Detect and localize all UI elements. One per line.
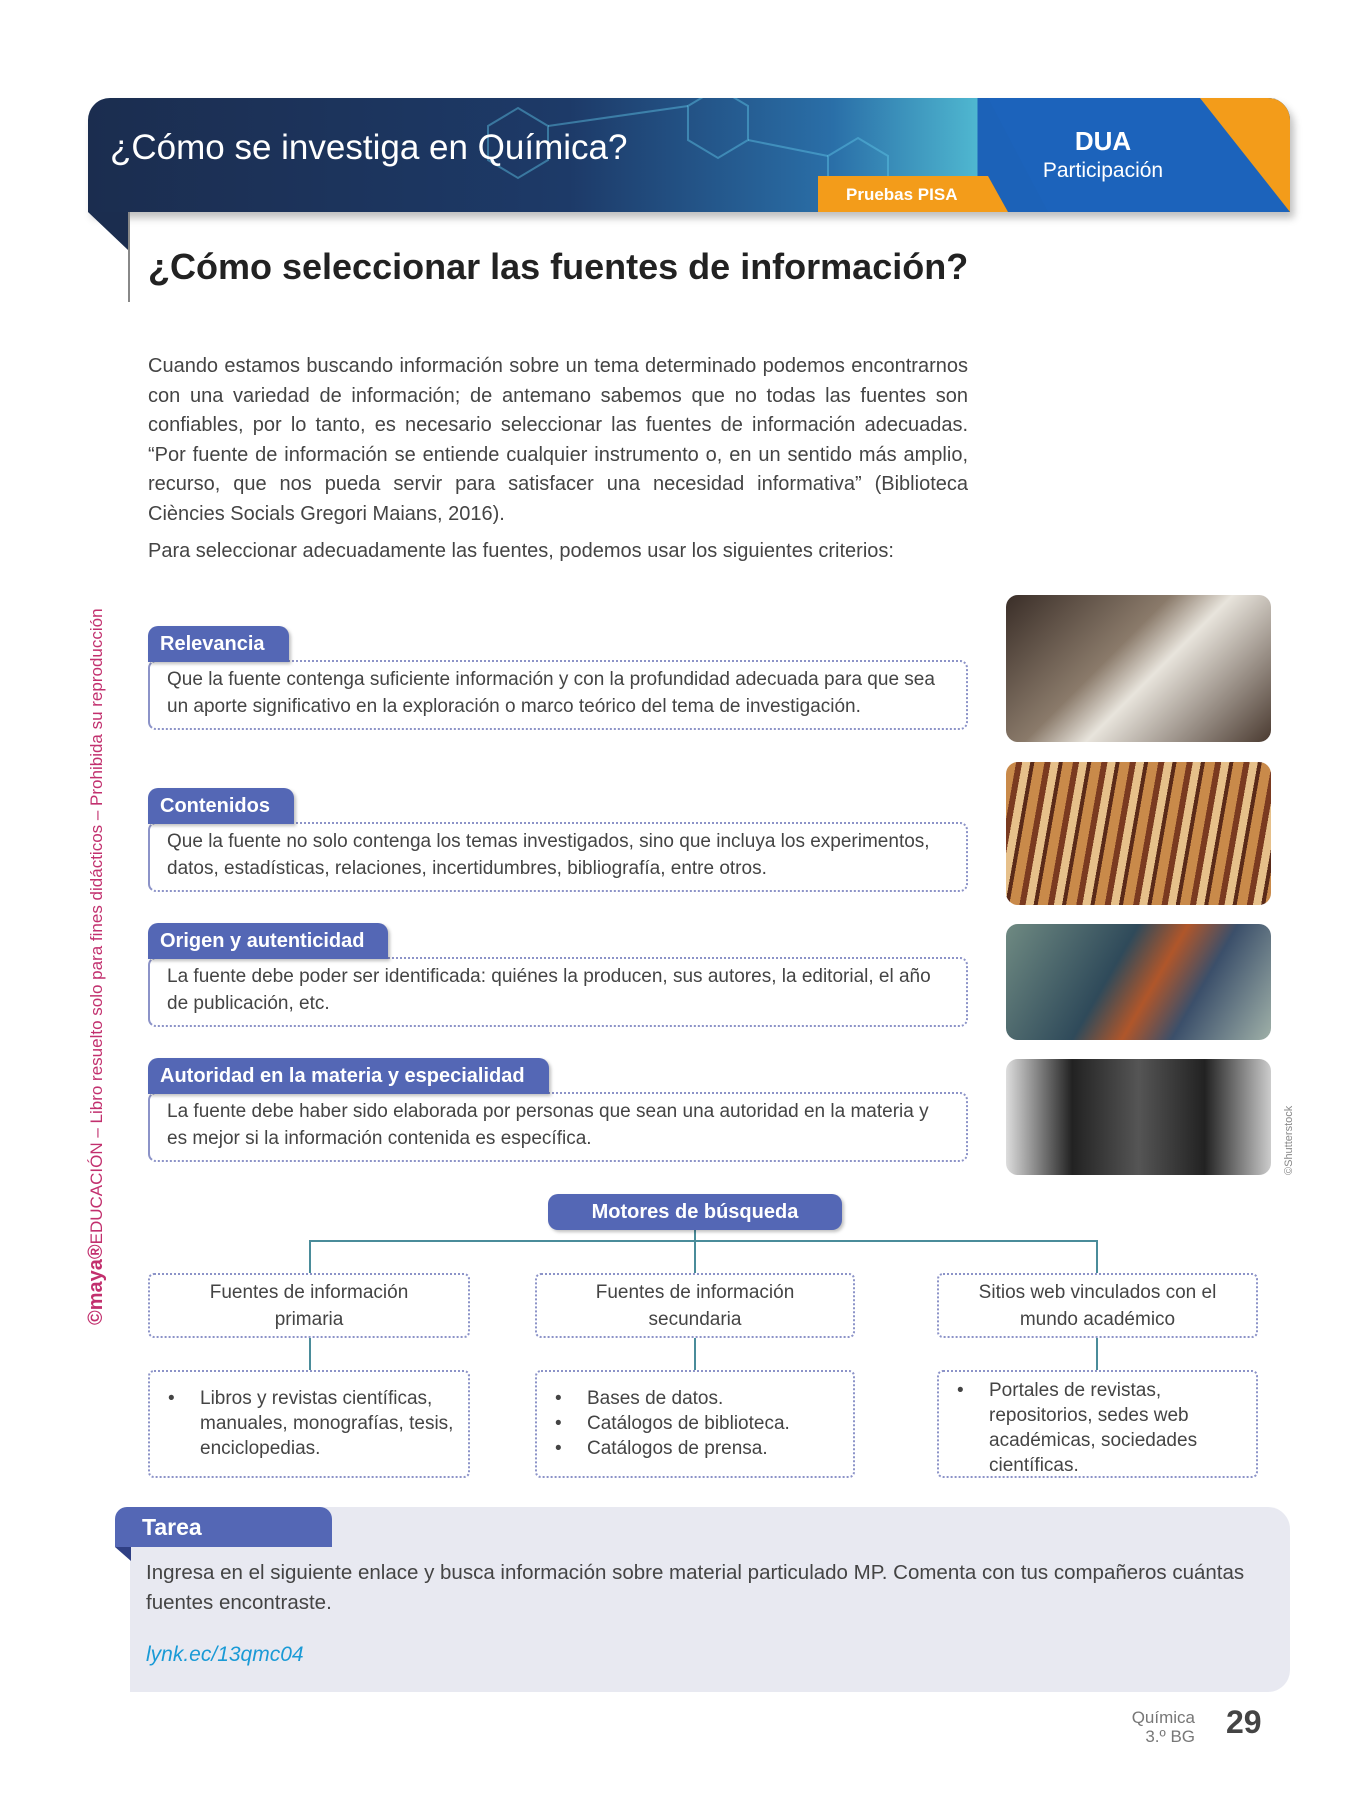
- brand-logo: ©maya®: [85, 1244, 107, 1325]
- primary-sources-list: Libros y revistas científicas, manuales,…: [148, 1370, 470, 1478]
- connector: [694, 1229, 696, 1273]
- academic-sites-box: Sitios web vinculados con el mundo acadé…: [937, 1273, 1258, 1338]
- criterion-text: La fuente debe haber sido elaborada por …: [148, 1092, 968, 1162]
- dua-label: DUA: [1074, 126, 1132, 156]
- academic-sites-list: Portales de revistas, repositorios, sede…: [937, 1370, 1258, 1478]
- primary-sources-box: Fuentes de información primaria: [148, 1273, 470, 1338]
- photo-keyboard: [1006, 1059, 1271, 1175]
- homework-title: Tarea: [115, 1507, 332, 1547]
- pisa-badge: Pruebas PISA: [818, 176, 1008, 212]
- criterion-title: Origen y autenticidad: [148, 923, 389, 959]
- search-engines-heading: Motores de búsqueda: [548, 1194, 842, 1230]
- grade-label: 3.º BG: [1145, 1727, 1195, 1746]
- dua-sub-label: Participación: [1042, 159, 1164, 182]
- connector: [309, 1338, 311, 1370]
- criterion-origen: Origen y autenticidad La fuente debe pod…: [148, 923, 968, 1027]
- list-item: Portales de revistas, repositorios, sede…: [957, 1378, 1246, 1478]
- list-item: Catálogos de biblioteca.: [555, 1411, 843, 1436]
- connector: [694, 1338, 696, 1370]
- criterion-contenidos: Contenidos Que la fuente no solo conteng…: [148, 788, 968, 892]
- criterion-text: La fuente debe poder ser identificada: q…: [148, 957, 968, 1027]
- homework-text: Ingresa en el siguiente enlace y busca i…: [146, 1561, 1245, 1614]
- criterion-title: Relevancia: [148, 626, 289, 662]
- copyright-side-text: ©maya®EDUCACIÓN – Libro resuelto solo pa…: [85, 608, 108, 1325]
- list-item: Bases de datos.: [555, 1386, 843, 1411]
- list-item: Libros y revistas científicas, manuales,…: [168, 1386, 458, 1461]
- connector: [309, 1240, 1098, 1242]
- footer-subject: Química 3.º BG: [1090, 1708, 1195, 1746]
- connector: [1096, 1338, 1098, 1370]
- criterion-text: Que la fuente contenga suficiente inform…: [148, 660, 968, 730]
- header-banner: ¿Cómo se investiga en Química? Pruebas P…: [88, 98, 1290, 212]
- subject-label: Química: [1131, 1708, 1195, 1727]
- section-title: ¿Cómo se investiga en Química?: [110, 128, 628, 167]
- intro-paragraph: Cuando estamos buscando información sobr…: [148, 355, 968, 525]
- homework-link[interactable]: lynk.ec/13qmc04: [146, 1643, 304, 1666]
- criterion-title: Autoridad en la materia y especialidad: [148, 1058, 549, 1094]
- intro-paragraph-2: Para seleccionar adecuadamente las fuent…: [148, 540, 894, 562]
- criterion-text: Que la fuente no solo contenga los temas…: [148, 822, 968, 892]
- page-title: ¿Cómo seleccionar las fuentes de informa…: [148, 246, 969, 287]
- copyright-text: EDUCACIÓN – Libro resuelto solo para fin…: [87, 608, 106, 1245]
- page-number: 29: [1226, 1704, 1262, 1740]
- divider: [128, 212, 130, 302]
- intro-block: Cuando estamos buscando información sobr…: [148, 352, 968, 567]
- secondary-sources-list: Bases de datos. Catálogos de biblioteca.…: [535, 1370, 855, 1478]
- secondary-sources-box: Fuentes de información secundaria: [535, 1273, 855, 1338]
- criterion-relevancia: Relevancia Que la fuente contenga sufici…: [148, 626, 968, 730]
- connector: [309, 1240, 311, 1273]
- photo-books: [1006, 762, 1271, 905]
- criterion-autoridad: Autoridad en la materia y especialidad L…: [148, 1058, 968, 1162]
- photo-notebook: [1006, 595, 1271, 742]
- photo-reading: [1006, 924, 1271, 1040]
- criterion-title: Contenidos: [148, 788, 294, 824]
- list-item: Catálogos de prensa.: [555, 1436, 843, 1461]
- dua-badge: DUA Participación: [1008, 126, 1198, 183]
- photo-credit: ©Shutterstock: [1283, 1105, 1295, 1175]
- connector: [1096, 1240, 1098, 1273]
- banner-fold: [88, 212, 128, 250]
- homework-tab-fold: [115, 1547, 131, 1561]
